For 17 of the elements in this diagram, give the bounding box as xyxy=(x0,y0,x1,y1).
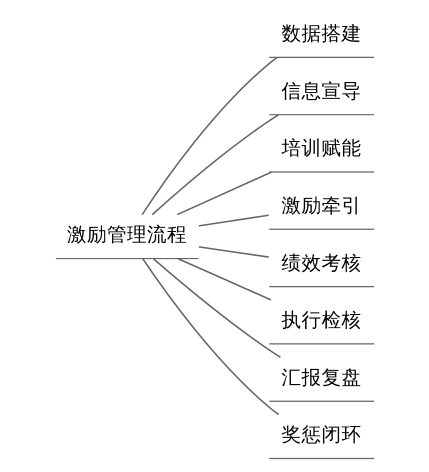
connector xyxy=(176,171,272,216)
node-text: 激励管理流程 xyxy=(66,223,187,246)
connector xyxy=(177,258,271,301)
connector xyxy=(142,258,279,416)
connector xyxy=(198,214,268,227)
node-text: 汇报复盘 xyxy=(281,366,362,389)
node-text: 激励牵引 xyxy=(281,194,362,217)
node-text: 数据搭建 xyxy=(281,22,362,46)
connector xyxy=(141,56,278,216)
connector xyxy=(152,258,280,358)
node-text: 绩效考核 xyxy=(281,251,362,274)
node-text: 培训赋能 xyxy=(281,136,362,160)
connector xyxy=(198,246,268,258)
node-text: 奖惩闭环 xyxy=(281,423,362,446)
connector xyxy=(151,114,279,216)
node-text: 信息宣导 xyxy=(281,79,362,102)
node-text: 执行检核 xyxy=(281,308,362,332)
